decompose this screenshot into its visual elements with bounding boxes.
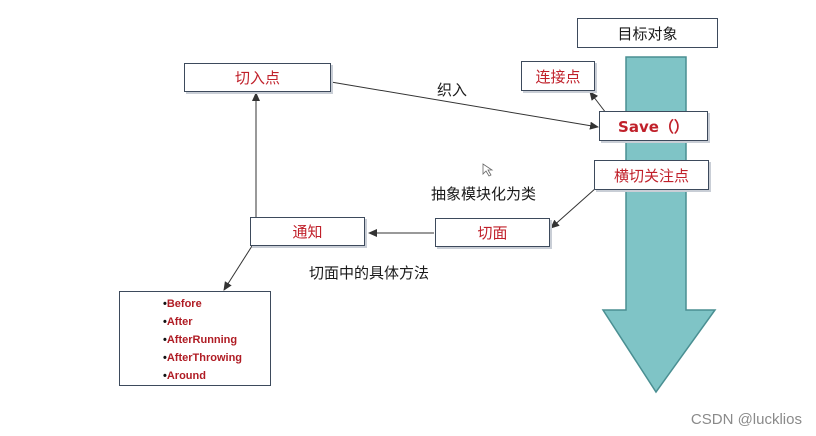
list-item: After xyxy=(163,313,270,331)
target-object-box: 目标对象 xyxy=(577,18,718,48)
list-item: AfterRunning xyxy=(163,331,270,349)
watermark: CSDN @lucklios xyxy=(690,411,802,428)
crosscutting-concern-box: 横切关注点 xyxy=(594,160,709,190)
connector-concern-to-aspect xyxy=(550,187,597,229)
advice-types-list: Before After AfterRunning AfterThrowing … xyxy=(119,291,271,386)
connector-pointcut-to-save xyxy=(330,81,599,130)
flow-arrow xyxy=(601,56,717,394)
list-item: AfterThrowing xyxy=(163,349,270,367)
connector-advice-to-list xyxy=(223,245,253,291)
aspect-box: 切面 xyxy=(435,218,550,247)
join-point-box: 连接点 xyxy=(521,61,595,91)
weave-label: 织入 xyxy=(437,81,468,99)
abstract-label: 抽象模块化为类 xyxy=(431,185,537,203)
connector-save-to-joinpoint xyxy=(589,91,607,114)
aspect-method-label: 切面中的具体方法 xyxy=(309,264,430,282)
save-method-box: Save（） xyxy=(599,111,708,141)
cursor-icon xyxy=(482,163,494,177)
list-item: Before xyxy=(163,295,270,313)
advice-box: 通知 xyxy=(250,217,365,246)
list-item: Around xyxy=(163,367,270,385)
pointcut-box: 切入点 xyxy=(184,63,331,92)
